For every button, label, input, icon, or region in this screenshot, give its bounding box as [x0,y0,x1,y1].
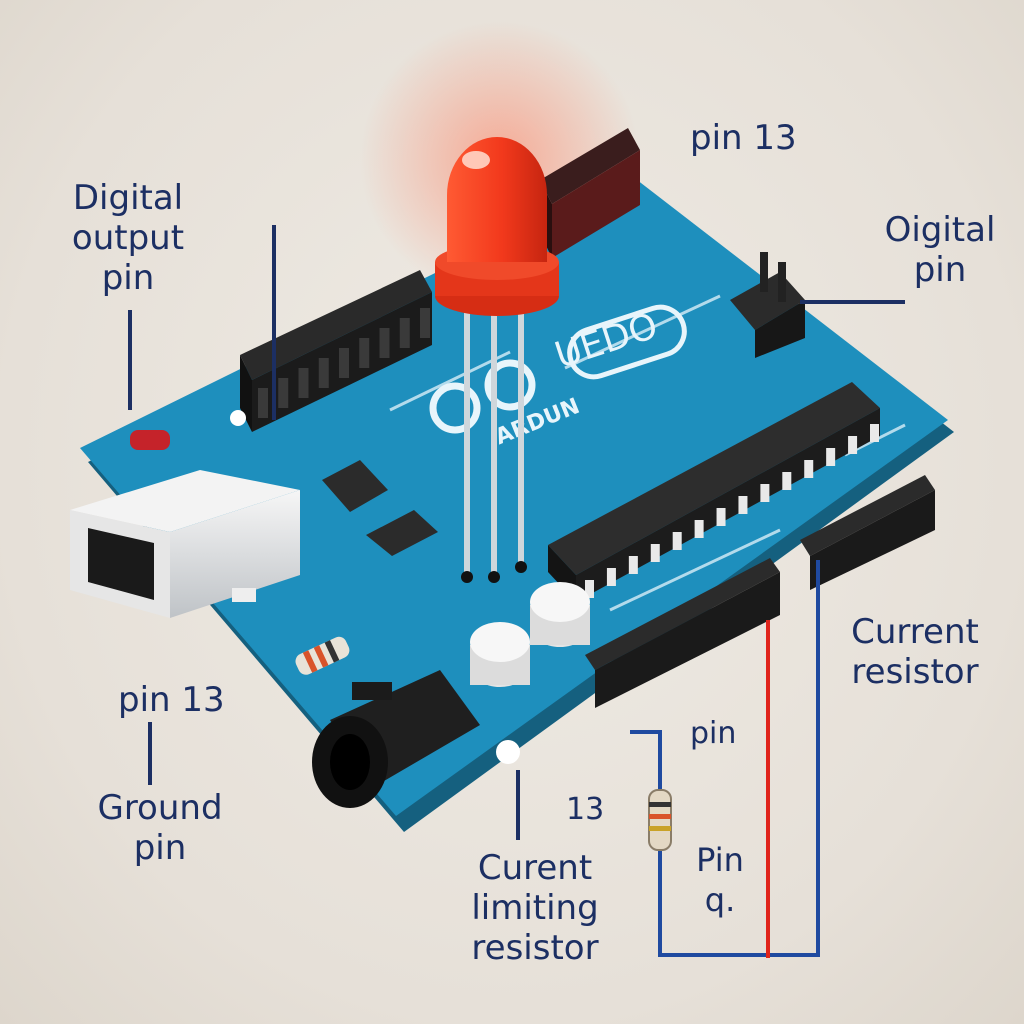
header-pin-slot [278,378,288,408]
label-pin13-top: pin 13 [690,118,797,158]
header-pin-slot [420,308,430,338]
chip-pin [804,460,813,478]
chip-pin [848,436,857,454]
label-current-limiting-resistor: Curent limiting resistor [445,848,625,968]
pad [496,740,520,764]
label-digital-output-pin: Digital output pin [48,178,208,298]
header-pin-slot [299,368,309,398]
chip-pin [826,448,835,466]
label-ground-pin: Ground pin [80,788,240,868]
label-13: 13 [566,790,604,830]
label-pin-mid: pin [690,714,736,754]
chip-pin [695,520,704,538]
pad [230,410,246,426]
label-digital-pin-right: Oigital pin [870,210,1010,290]
chip-pin [607,568,616,586]
header-pin-slot [380,328,390,358]
chip-pin [629,556,638,574]
chip-pin [673,532,682,550]
header-pin-slot [359,338,369,368]
chip-pin [738,496,747,514]
chip-pin [651,544,660,562]
chip-pin [717,508,726,526]
header-pin-slot [400,318,410,348]
header-pin-slot [319,358,329,388]
chip-pin [782,472,791,490]
header-pin-slot [339,348,349,378]
label-pin13-left: pin 13 [118,680,225,720]
label-current-resistor: Current resistor [830,612,1000,692]
label-pin-q: Pin q. [680,840,760,920]
chip-pin [870,424,879,442]
header-pin-slot [258,388,268,418]
chip-pin [760,484,769,502]
